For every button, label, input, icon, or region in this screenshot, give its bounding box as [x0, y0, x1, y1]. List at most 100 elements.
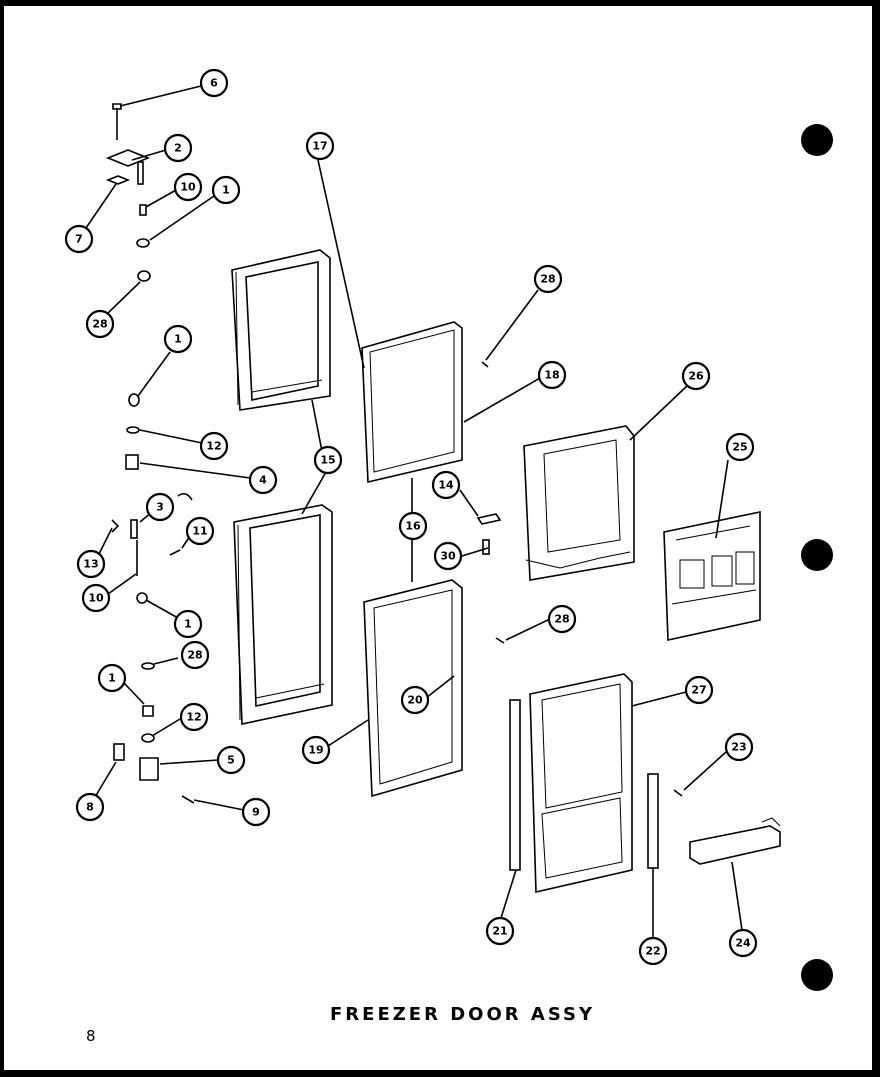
callout-21: 21 [485, 916, 515, 946]
callout-26: 26 [681, 361, 711, 391]
bracket-part [476, 513, 502, 525]
callout-23: 23 [724, 732, 754, 762]
svg-text:18: 18 [544, 369, 559, 382]
binder-hole-top [801, 124, 833, 156]
callout-14: 14 [431, 470, 461, 500]
callout-25: 25 [725, 432, 755, 462]
svg-text:24: 24 [735, 937, 751, 950]
callout-10: 10 [173, 172, 203, 202]
svg-text:27: 27 [691, 684, 706, 697]
svg-text:9: 9 [252, 806, 260, 819]
callout-18: 18 [537, 360, 567, 390]
door-strip-left [509, 699, 521, 871]
callout-1: 1 [97, 663, 127, 693]
callout-10: 10 [81, 583, 111, 613]
svg-text:21: 21 [492, 925, 507, 938]
callout-4: 4 [248, 465, 278, 495]
callout-28: 28 [533, 264, 563, 294]
callout-19: 19 [301, 735, 331, 765]
svg-text:1: 1 [174, 333, 182, 346]
callout-24: 24 [728, 928, 758, 958]
top-hinge-parts [105, 103, 151, 282]
svg-text:15: 15 [320, 454, 335, 467]
door-strip-right [647, 773, 659, 869]
svg-text:1: 1 [222, 184, 230, 197]
svg-text:19: 19 [308, 744, 323, 757]
callout-5: 5 [216, 745, 246, 775]
svg-text:28: 28 [187, 649, 202, 662]
callout-12: 12 [179, 702, 209, 732]
svg-text:26: 26 [688, 370, 704, 383]
callout-13: 13 [76, 549, 106, 579]
svg-text:4: 4 [259, 474, 267, 487]
svg-text:16: 16 [405, 520, 421, 533]
screw-part-upper [481, 361, 489, 368]
svg-text:13: 13 [83, 558, 98, 571]
control-panel-assembly [663, 511, 761, 641]
callout-28: 28 [180, 640, 210, 670]
svg-text:28: 28 [540, 273, 555, 286]
door-handle [689, 817, 781, 865]
callout-28: 28 [85, 309, 115, 339]
svg-text:6: 6 [210, 77, 218, 90]
svg-text:20: 20 [407, 694, 423, 707]
svg-text:12: 12 [186, 711, 201, 724]
svg-text:17: 17 [312, 140, 327, 153]
callout-1: 1 [211, 175, 241, 205]
svg-text:30: 30 [440, 550, 456, 563]
screw-part [482, 539, 490, 555]
svg-text:14: 14 [438, 479, 454, 492]
door-liner [523, 425, 635, 581]
svg-text:7: 7 [75, 233, 83, 246]
upper-door-frame [231, 249, 331, 411]
svg-text:28: 28 [554, 613, 569, 626]
callout-17: 17 [305, 131, 335, 161]
svg-text:8: 8 [86, 801, 94, 814]
callout-30: 30 [433, 541, 463, 571]
svg-text:3: 3 [156, 501, 164, 514]
callout-22: 22 [638, 936, 668, 966]
lower-hinge-parts [111, 492, 195, 804]
svg-text:10: 10 [180, 181, 196, 194]
callout-6: 6 [199, 68, 229, 98]
callout-12: 12 [199, 431, 229, 461]
callout-2: 2 [163, 133, 193, 163]
svg-text:1: 1 [108, 672, 116, 685]
callout-20: 20 [400, 685, 430, 715]
callout-15: 15 [313, 445, 343, 475]
parts-diagram-sheet [4, 6, 872, 1070]
callout-16: 16 [398, 511, 428, 541]
page-number: 8 [86, 1027, 96, 1045]
svg-text:22: 22 [645, 945, 660, 958]
leader-lines [85, 85, 743, 938]
lower-door-panel [363, 579, 463, 798]
screw-part-mid [495, 637, 505, 644]
lower-door-frame [233, 504, 333, 725]
callout-1: 1 [163, 324, 193, 354]
callout-9: 9 [241, 797, 271, 827]
callout-28: 28 [547, 604, 577, 634]
middle-hinge-parts [125, 393, 140, 470]
callout-3: 3 [145, 492, 175, 522]
callout-27: 27 [684, 675, 714, 705]
upper-door-panel [361, 321, 463, 483]
binder-hole-middle [801, 539, 833, 571]
svg-text:10: 10 [88, 592, 104, 605]
callout-8: 8 [75, 792, 105, 822]
svg-text:12: 12 [206, 440, 221, 453]
svg-text:25: 25 [732, 441, 747, 454]
svg-text:1: 1 [184, 618, 192, 631]
callout-1: 1 [173, 609, 203, 639]
svg-text:11: 11 [192, 525, 207, 538]
binder-hole-bottom [801, 959, 833, 991]
svg-text:28: 28 [92, 318, 107, 331]
outer-door-assembly [529, 673, 633, 893]
callout-11: 11 [185, 516, 215, 546]
screw-part-right [673, 789, 683, 797]
svg-text:23: 23 [731, 741, 746, 754]
svg-text:5: 5 [227, 754, 235, 767]
diagram-title: FREEZER DOOR ASSY [330, 1004, 595, 1025]
callout-7: 7 [64, 224, 94, 254]
svg-text:2: 2 [174, 142, 182, 155]
